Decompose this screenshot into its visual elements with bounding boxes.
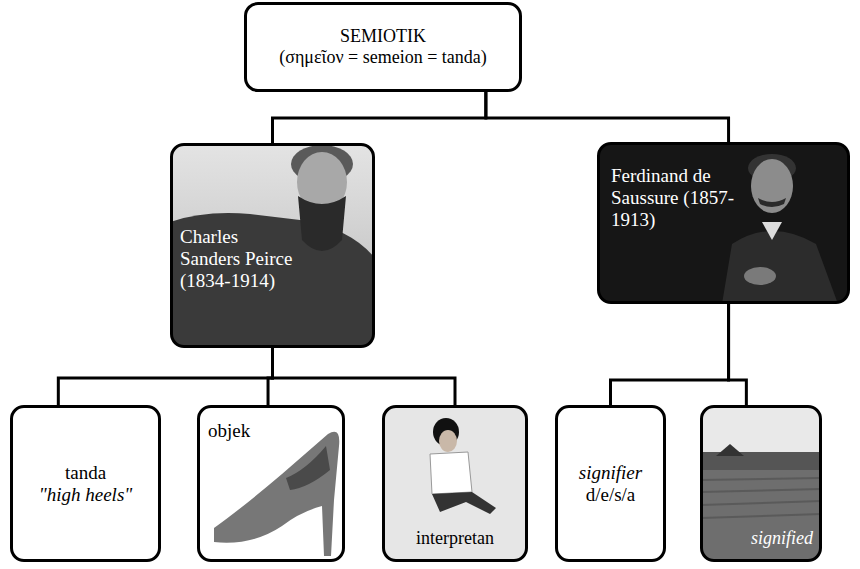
node-text: objek (208, 420, 288, 442)
face (751, 159, 793, 213)
node-text: d/e/s/a (563, 484, 658, 506)
node-text: interpretan (391, 528, 519, 549)
tree-connector (486, 92, 729, 142)
field-rows (701, 478, 821, 518)
peirce-portrait (171, 144, 374, 347)
picture-box: objek (197, 405, 345, 562)
picture-box: signified (700, 405, 822, 562)
tree-connector (729, 304, 747, 405)
beard (298, 196, 346, 251)
shoe-opening (286, 446, 330, 490)
picture-ground (383, 406, 527, 561)
node-text: (σημεῖον = semeion = tanda) (255, 47, 511, 68)
rice-field (701, 470, 821, 561)
text-group: interpretan (391, 528, 519, 549)
tree-connector (273, 348, 456, 405)
portrait-ground (171, 144, 374, 347)
face (439, 430, 457, 452)
portrait-ground (598, 143, 849, 303)
picture-box: interpretan (382, 405, 528, 562)
coat (171, 213, 374, 347)
text-group: Ferdinand de Saussure (1857-1913) (611, 165, 756, 231)
text-group: objek (208, 420, 288, 442)
text-box: tanda"high heels" (10, 405, 161, 562)
high-heel-shoe (214, 432, 339, 556)
collar (762, 222, 782, 240)
tree-connector (58, 348, 272, 405)
text-box: SEMIOTIK(σημεῖον = semeion = tanda) (244, 2, 522, 92)
woman-picture (383, 406, 527, 561)
mustache (758, 198, 786, 207)
field-picture (701, 406, 821, 561)
tree-connector (273, 92, 486, 143)
node-text: Charles Sanders Peirce (1834-1914) (180, 226, 300, 292)
hands (744, 267, 776, 285)
text-group: tanda"high heels" (19, 462, 152, 506)
node-text: SEMIOTIK (255, 26, 511, 47)
tree-connector (611, 304, 729, 405)
saussure-portrait (598, 143, 849, 303)
shirt (430, 452, 472, 494)
suit (722, 231, 838, 303)
hut (716, 444, 744, 456)
text-group: Charles Sanders Peirce (1834-1914) (180, 226, 300, 292)
node-text: signifier (563, 462, 658, 484)
shoe-picture (214, 432, 339, 556)
text-group: signified (709, 528, 813, 549)
picture-box: Ferdinand de Saussure (1857-1913) (597, 142, 850, 304)
node-text: signified (709, 528, 813, 549)
text-box: signifierd/e/s/a (555, 405, 666, 562)
trousers (432, 492, 496, 514)
picture-box: Charles Sanders Peirce (1834-1914) (170, 143, 375, 348)
text-group: signifierd/e/s/a (563, 462, 658, 506)
sky (701, 406, 821, 455)
node-text: "high heels" (19, 484, 152, 506)
node-text: tanda (19, 462, 152, 484)
node-text: Ferdinand de Saussure (1857-1913) (611, 165, 756, 231)
text-group: SEMIOTIK(σημεῖον = semeion = tanda) (255, 26, 511, 67)
